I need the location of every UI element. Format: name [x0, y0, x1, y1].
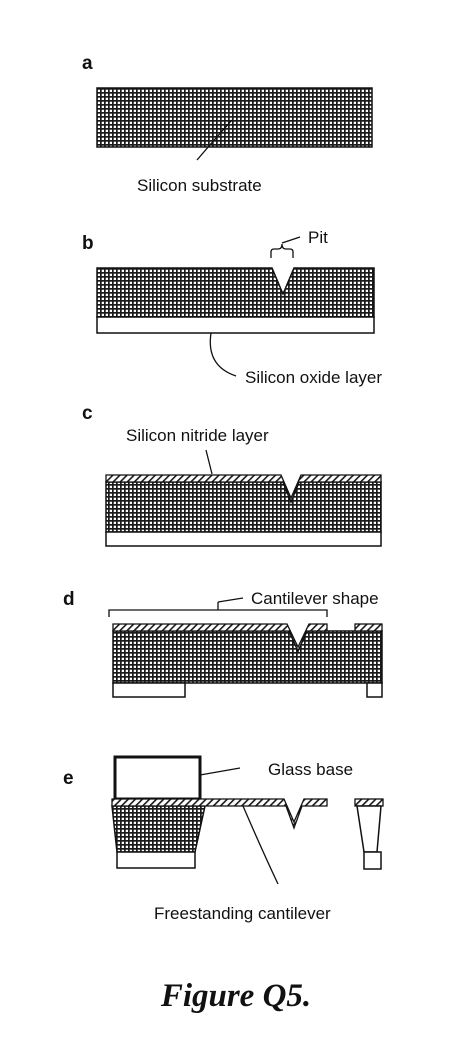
cantilever-shape-label: Cantilever shape — [251, 589, 379, 608]
cantilever-leader-line — [242, 805, 279, 885]
silicon-nitride-layer-c — [105, 474, 382, 504]
oxide-pad-right-e — [363, 851, 382, 870]
silicon-remnant-e — [356, 805, 382, 853]
nitride-beam-e — [111, 798, 328, 830]
step-b-letter: b — [82, 233, 94, 254]
silicon-oxide-layer-c — [105, 531, 382, 547]
step-a-letter: a — [82, 53, 93, 74]
step-c-letter: c — [82, 403, 93, 424]
oxide-pad-left-e — [116, 851, 196, 869]
step-d-letter: d — [63, 589, 75, 610]
cantilever-shape-bracket — [108, 609, 328, 617]
silicon-substrate-label: Silicon substrate — [137, 176, 262, 195]
pit-label: Pit — [308, 228, 328, 247]
glass-base-block — [113, 755, 202, 801]
silicon-substrate-a — [96, 87, 373, 148]
silicon-nitride-label: Silicon nitride layer — [126, 426, 269, 445]
glass-leader-line — [199, 767, 241, 776]
oxide-pad-left-d — [112, 682, 186, 698]
silicon-substrate-d — [112, 630, 383, 684]
oxide-leader-line — [209, 332, 237, 377]
silicon-oxide-layer-b — [96, 316, 375, 334]
nitride-cantilever-d — [112, 623, 328, 653]
pit-leader-line — [281, 236, 301, 244]
nitride-island-d — [354, 623, 383, 632]
glass-base-label: Glass base — [268, 760, 353, 779]
silicon-oxide-label: Silicon oxide layer — [245, 368, 382, 387]
step-e-letter: e — [63, 768, 74, 789]
shape-leader-line — [217, 597, 244, 603]
nitride-island-e — [354, 798, 384, 807]
freestanding-cantilever-label: Freestanding cantilever — [154, 904, 331, 923]
figure-caption: Figure Q5. — [160, 978, 311, 1014]
nitride-leader-line — [205, 449, 213, 475]
pit-brace — [270, 243, 294, 258]
silicon-support-e — [111, 805, 206, 853]
oxide-pad-right-d — [366, 682, 383, 698]
silicon-substrate-c — [105, 481, 382, 533]
silicon-substrate-b — [96, 267, 375, 318]
substrate-leader-line — [196, 119, 233, 161]
